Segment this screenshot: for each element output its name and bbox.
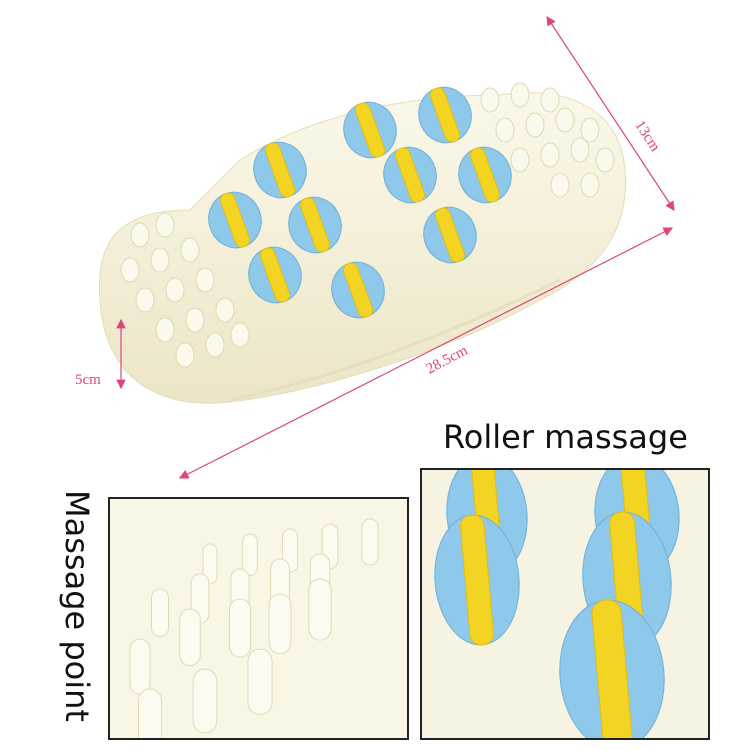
massage-point-bump — [361, 518, 379, 566]
massage-bump — [480, 87, 500, 113]
massage-bump — [195, 267, 215, 293]
massage-roller — [383, 146, 437, 204]
massage-point-title: Massage point — [58, 490, 96, 722]
massage-bump — [555, 107, 575, 133]
massage-bump — [215, 297, 235, 323]
massage-bump — [570, 137, 590, 163]
massage-bump — [510, 82, 530, 108]
dimension-arrow-width — [546, 15, 675, 212]
massage-bump — [120, 257, 140, 283]
massage-bump — [155, 317, 175, 343]
massage-bump — [180, 237, 200, 263]
massage-roller — [253, 141, 307, 199]
massage-roller — [434, 514, 520, 646]
massage-roller — [418, 86, 472, 144]
massage-bump — [155, 212, 175, 238]
massage-bump — [580, 172, 600, 198]
massage-point-bump — [179, 608, 201, 666]
roller-massage-title: Roller massage — [443, 418, 688, 456]
massage-bump — [230, 322, 250, 348]
massage-point-bump — [308, 578, 332, 641]
massage-bump — [165, 277, 185, 303]
dimension-arrow-length — [178, 227, 674, 479]
massage-bump — [550, 172, 570, 198]
massage-bump — [205, 332, 225, 358]
massage-point-bump — [192, 668, 218, 734]
massage-bump — [510, 147, 530, 173]
massage-point-bump — [129, 638, 151, 695]
height-label: 5cm — [75, 372, 101, 388]
massage-point-closeup — [108, 497, 409, 740]
massage-roller — [458, 146, 512, 204]
massage-point-bump — [138, 688, 162, 738]
massage-bump — [135, 287, 155, 313]
massage-bump — [580, 117, 600, 143]
massage-point-bump — [268, 593, 292, 654]
massage-roller — [559, 599, 665, 738]
massage-bump — [150, 247, 170, 273]
massage-bump — [495, 117, 515, 143]
massage-bump — [540, 142, 560, 168]
massage-point-bump — [242, 533, 258, 576]
massage-point-bump — [228, 598, 252, 658]
massage-point-bump — [247, 648, 273, 715]
massage-point-bump — [151, 588, 169, 637]
roller-closeup — [420, 468, 710, 740]
massage-bump — [175, 342, 195, 368]
massage-bump — [540, 87, 560, 113]
massage-bump — [185, 307, 205, 333]
massage-roller — [343, 101, 397, 159]
massage-bump — [130, 222, 150, 248]
massage-point-bump — [202, 543, 218, 585]
massage-bump — [525, 112, 545, 138]
massage-bump — [595, 147, 615, 173]
